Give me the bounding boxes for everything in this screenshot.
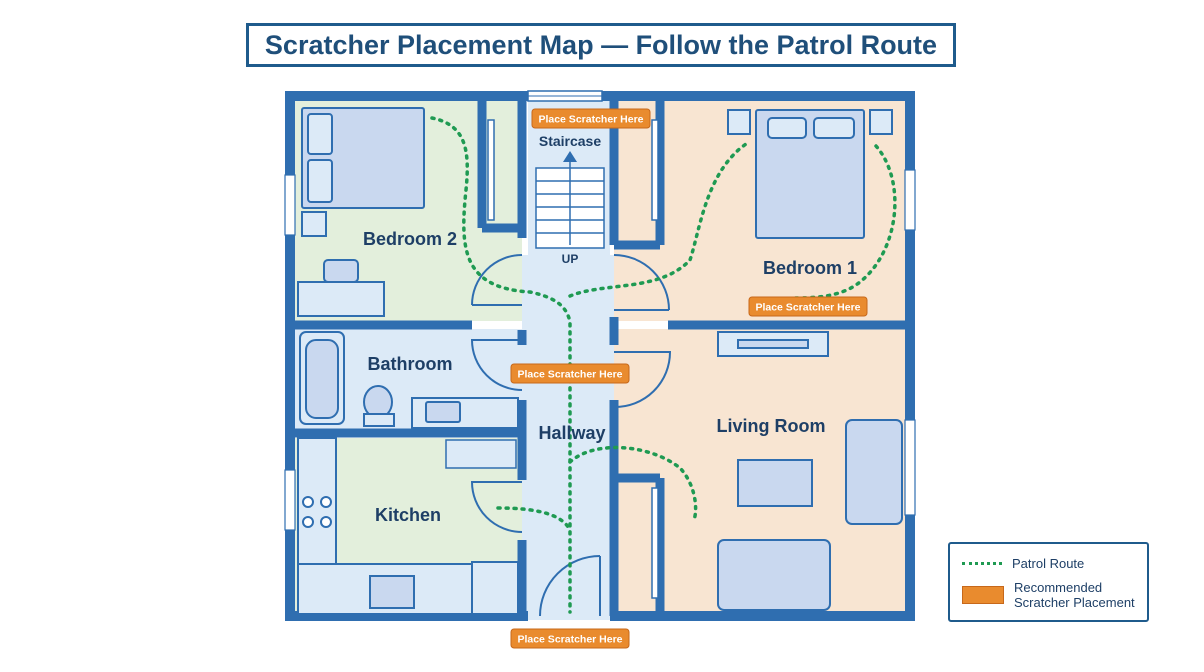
label-bedroom1: Bedroom 1 bbox=[763, 258, 857, 278]
patrol-route-swatch bbox=[962, 562, 1002, 565]
placement-tag-stairs-text: Place Scratcher Here bbox=[538, 114, 643, 126]
bedroom2-furniture bbox=[297, 107, 425, 317]
living-room-furniture bbox=[717, 331, 903, 611]
placement-tag-front-door-text: Place Scratcher Here bbox=[517, 634, 622, 646]
placement-tag-hallway: Place Scratcher Here bbox=[510, 363, 630, 384]
label-bedroom2: Bedroom 2 bbox=[363, 229, 457, 249]
placement-tag-bedroom1-text: Place Scratcher Here bbox=[755, 302, 860, 314]
outer-walls bbox=[285, 91, 915, 621]
interior-walls bbox=[290, 96, 910, 616]
stairs-arrow-icon bbox=[563, 151, 577, 162]
page-title: Scratcher Placement Map — Follow the Pat… bbox=[246, 23, 956, 67]
legend-route-row: Patrol Route bbox=[962, 556, 1084, 571]
top-window bbox=[527, 90, 603, 102]
staircase bbox=[535, 160, 605, 249]
label-kitchen: Kitchen bbox=[375, 505, 441, 525]
side-windows bbox=[284, 169, 916, 531]
closet-panels bbox=[445, 119, 659, 599]
patrol-route bbox=[430, 116, 897, 614]
placement-tag-stairs: Place Scratcher Here bbox=[531, 108, 651, 129]
doors bbox=[470, 254, 672, 617]
legend: Patrol Route Recommended Scratcher Place… bbox=[948, 542, 1149, 622]
placement-tag-hallway-text: Place Scratcher Here bbox=[517, 369, 622, 381]
legend-route-label: Patrol Route bbox=[1012, 556, 1085, 571]
bedroom1-furniture bbox=[727, 109, 893, 239]
placement-tag-bedroom1: Place Scratcher Here bbox=[748, 296, 868, 317]
placement-swatch bbox=[962, 586, 1004, 604]
legend-placement-row: Recommended Scratcher Placement bbox=[962, 580, 1144, 610]
bathroom-fixtures bbox=[299, 331, 519, 429]
label-hallway: Hallway bbox=[538, 423, 605, 443]
kitchen-fixtures bbox=[297, 437, 519, 615]
label-staircase: Staircase bbox=[539, 133, 601, 149]
title-text: Scratcher Placement Map — Follow the Pat… bbox=[264, 29, 938, 60]
legend-placement-label: Recommended Scratcher Placement bbox=[1014, 580, 1135, 610]
label-living-room: Living Room bbox=[717, 416, 826, 436]
label-bathroom: Bathroom bbox=[368, 354, 453, 374]
placement-tag-front-door: Place Scratcher Here bbox=[510, 628, 630, 649]
label-stairs-up: UP bbox=[562, 252, 579, 266]
